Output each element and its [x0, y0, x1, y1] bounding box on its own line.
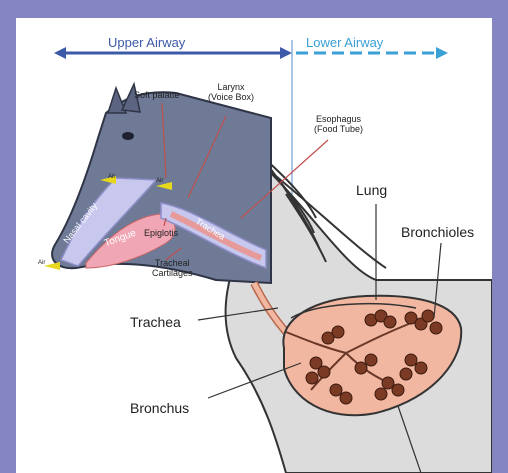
tracheal-cartilages-label: Tracheal Cartilages	[152, 258, 193, 278]
air-label-3: Air	[156, 178, 163, 184]
upper-airway-label: Upper Airway	[108, 35, 185, 50]
epiglotis-label: Epiglotis	[144, 228, 178, 238]
lung-label: Lung	[356, 182, 387, 198]
diagram-panel: Upper Airway Lower Airway Soft palatte L…	[16, 18, 492, 473]
soft-palatte-label: Soft palatte	[134, 90, 180, 100]
eye	[122, 132, 134, 140]
air-label-1: Air	[38, 260, 45, 266]
bronchioles-label: Bronchioles	[401, 224, 474, 240]
bronchus-label: Bronchus	[130, 400, 189, 416]
air-label-2: Air	[108, 174, 115, 180]
air-arrow-1	[44, 262, 60, 270]
esophagus-label: Esophagus (Food Tube)	[314, 114, 363, 134]
trachea-label: Trachea	[130, 314, 181, 330]
lower-airway-label: Lower Airway	[306, 35, 383, 50]
larynx-label: Larynx (Voice Box)	[208, 82, 254, 102]
